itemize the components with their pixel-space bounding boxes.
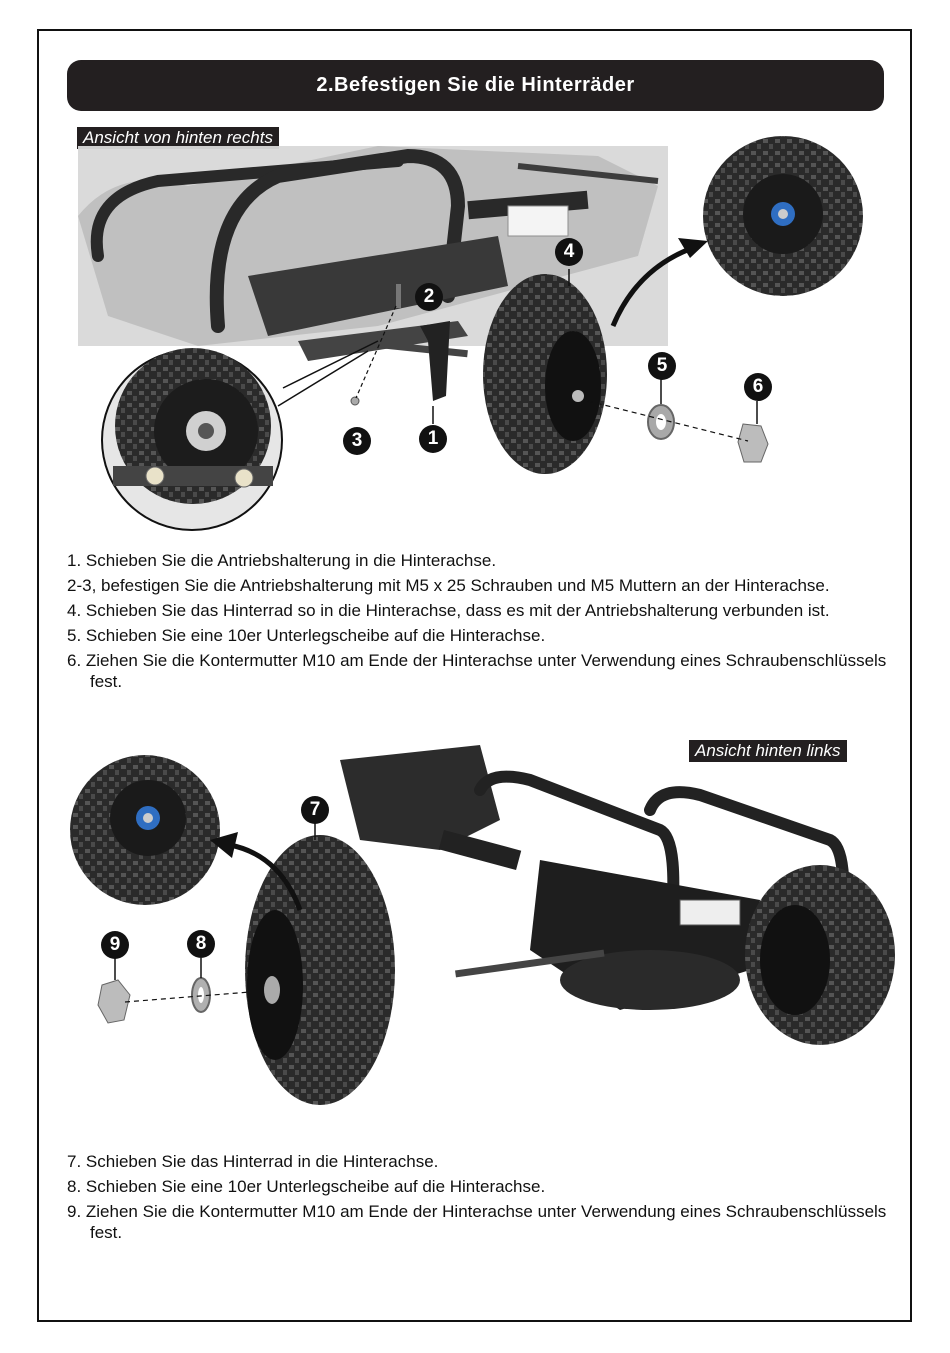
steps-list-bottom: 7. Schieben Sie das Hinterrad in die Hin… [67, 1151, 887, 1247]
section-title: 2.Befestigen Sie die Hinterräder [67, 60, 884, 111]
kart-chassis-photo [340, 745, 850, 1010]
callout-4: 4 [555, 238, 583, 266]
callout-9: 9 [101, 931, 129, 959]
step-5: 5. Schieben Sie eine 10er Unterlegscheib… [67, 626, 546, 645]
drive-bracket [420, 321, 450, 401]
step-7: 7. Schieben Sie das Hinterrad in die Hin… [67, 1152, 439, 1171]
rear-axle-left [455, 949, 605, 978]
arrow-head-left [210, 832, 238, 858]
page-border [37, 29, 912, 1322]
steps-list-top: 1. Schieben Sie die Antriebshalterung in… [67, 550, 887, 696]
rear-wheel-left [245, 835, 395, 1105]
arrow-head [678, 238, 708, 258]
callout-5: 5 [648, 352, 676, 380]
wheel-detail [703, 136, 863, 296]
step-6: 6. Ziehen Sie die Kontermutter M10 am En… [67, 651, 887, 691]
inset-detail-circle [101, 340, 379, 531]
assembly-dash-line [587, 400, 749, 442]
step-8: 8. Schieben Sie eine 10er Unterlegscheib… [67, 1177, 546, 1196]
callout-2: 2 [415, 283, 443, 311]
lock-nut-9 [97, 979, 131, 1024]
assembly-dash-line-left [124, 991, 251, 1003]
step-4: 4. Schieben Sie das Hinterrad so in die … [67, 601, 830, 620]
arrow-line [610, 243, 699, 327]
m5-bolt [396, 284, 401, 308]
lock-nut-6 [737, 423, 769, 463]
step-9: 9. Ziehen Sie die Kontermutter M10 am En… [67, 1202, 887, 1242]
far-rear-wheel [745, 865, 895, 1045]
rear-left-assembly-illustration [70, 745, 895, 1105]
step-1: 1. Schieben Sie die Antriebshalterung in… [67, 551, 497, 570]
rear-right-assembly-illustration [78, 136, 863, 531]
callout-7: 7 [301, 796, 329, 824]
callout-3: 3 [343, 427, 371, 455]
view-label-rear-left: Ansicht hinten links [689, 740, 847, 762]
callout-1: 1 [419, 425, 447, 453]
view-label-rear-right: Ansicht von hinten rechts [77, 127, 279, 149]
wheel-detail-left [70, 755, 220, 905]
step-2-3: 2-3, befestigen Sie die Antriebshalterun… [67, 576, 830, 595]
m5-nut [350, 396, 360, 406]
arrow-line-left [229, 842, 303, 911]
callout-8: 8 [187, 930, 215, 958]
callout-6: 6 [744, 373, 772, 401]
rear-wheel-right [483, 274, 607, 474]
